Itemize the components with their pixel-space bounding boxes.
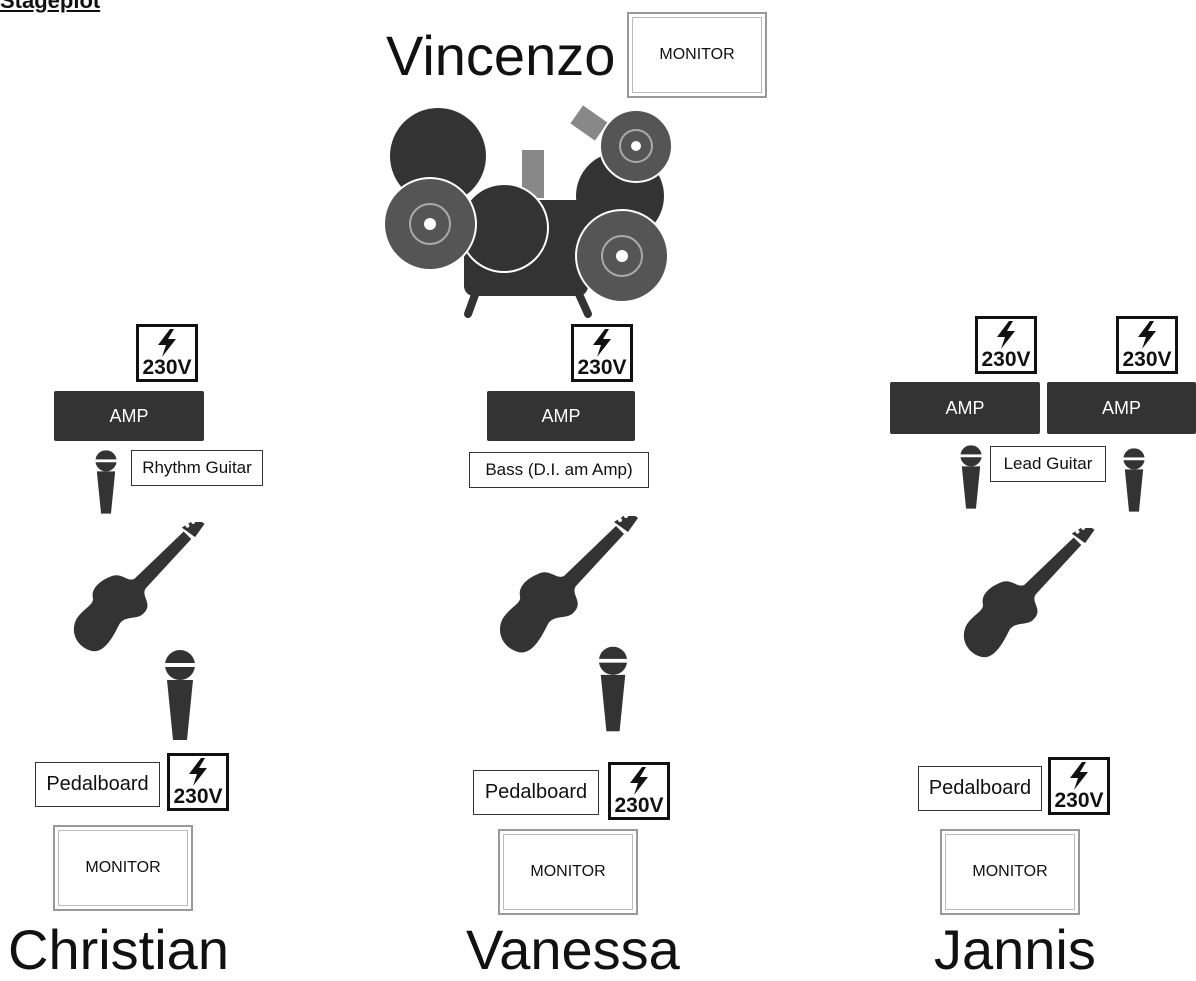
drummer-name: Vincenzo	[386, 28, 615, 84]
jannis-monitor: MONITOR	[940, 829, 1080, 915]
voltage-label: 230V	[1122, 349, 1171, 370]
jannis-amp-right: AMP	[1047, 382, 1196, 434]
jannis-amp-left: AMP	[890, 382, 1040, 434]
voltage-label: 230V	[1054, 790, 1103, 811]
christian-monitor: MONITOR	[53, 825, 193, 911]
microphone-icon	[959, 445, 983, 509]
voltage-label: 230V	[142, 357, 191, 378]
lightning-icon	[589, 329, 615, 357]
vanessa-pedalboard: Pedalboard	[473, 770, 599, 815]
lightning-icon	[1134, 321, 1160, 349]
jannis-name: Jannis	[934, 922, 1096, 978]
drummer-monitor: MONITOR	[627, 12, 767, 98]
voltage-label: 230V	[577, 357, 626, 378]
lightning-icon	[993, 321, 1019, 349]
lightning-icon	[626, 767, 652, 795]
christian-amp: AMP	[54, 391, 204, 441]
jannis-mic-label: Lead Guitar	[990, 446, 1106, 482]
microphone-icon	[1122, 448, 1146, 512]
microphone-icon	[597, 646, 629, 732]
vanessa-monitor: MONITOR	[498, 829, 638, 915]
christian-power-bottom: 230V	[167, 753, 229, 811]
christian-power-top: 230V	[136, 324, 198, 382]
page-title: Stageplot	[0, 0, 100, 14]
drum-kit-icon	[384, 106, 670, 320]
lightning-icon	[1066, 762, 1092, 790]
vanessa-amp: AMP	[487, 391, 635, 441]
christian-mic-label: Rhythm Guitar	[131, 450, 263, 486]
lightning-icon	[154, 329, 180, 357]
lightning-icon	[185, 758, 211, 786]
vanessa-power-bottom: 230V	[608, 762, 670, 820]
voltage-label: 230V	[614, 795, 663, 816]
christian-name: Christian	[8, 922, 229, 978]
jannis-power-bottom: 230V	[1048, 757, 1110, 815]
jannis-pedalboard: Pedalboard	[918, 766, 1042, 811]
microphone-icon	[163, 650, 197, 740]
christian-pedalboard: Pedalboard	[35, 762, 160, 807]
vanessa-name: Vanessa	[466, 922, 680, 978]
jannis-power-left: 230V	[975, 316, 1037, 374]
vanessa-power-top: 230V	[571, 324, 633, 382]
bass-guitar-icon	[498, 516, 648, 666]
jannis-power-right: 230V	[1116, 316, 1178, 374]
vanessa-amp-label: Bass (D.I. am Amp)	[469, 452, 649, 488]
electric-guitar-icon	[72, 522, 214, 664]
voltage-label: 230V	[981, 349, 1030, 370]
electric-guitar-icon	[962, 528, 1104, 670]
voltage-label: 230V	[173, 786, 222, 807]
microphone-icon	[94, 450, 118, 514]
